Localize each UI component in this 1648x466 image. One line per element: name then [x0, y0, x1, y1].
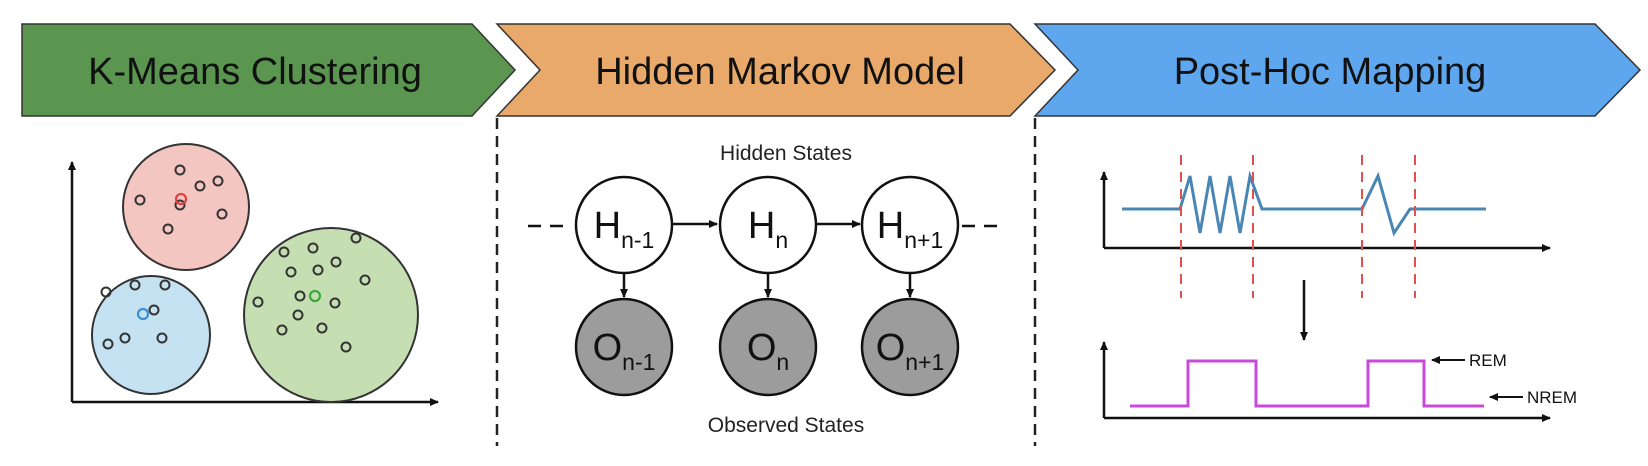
cluster-point: [119, 332, 131, 344]
svg-text:Hn+1: Hn+1: [877, 205, 943, 253]
cluster-point: [307, 242, 319, 254]
cluster-point: [100, 286, 112, 298]
cluster-point: [134, 194, 146, 206]
state-boundaries: [1180, 155, 1416, 298]
cluster-point: [252, 296, 264, 308]
cluster-point: [194, 180, 206, 192]
cluster-point: [129, 279, 141, 291]
cluster-point: [329, 297, 341, 309]
hidden-node-1-base: H: [594, 205, 621, 247]
signal-trace: [1122, 170, 1486, 237]
cluster-point: [330, 256, 342, 268]
banner-kmeans: K-Means Clustering: [21, 23, 517, 117]
observed-node-3: On+1: [860, 297, 960, 397]
cluster-point: [174, 164, 186, 176]
banner-posthoc: Post-Hoc Mapping: [1033, 23, 1642, 117]
observed-node-2-base: O: [747, 327, 777, 369]
cluster-point: [359, 274, 371, 286]
observed-node-3-sub: n+1: [905, 349, 944, 375]
hidden-node-2-sub: n: [775, 227, 788, 253]
banner-posthoc-label: Post-Hoc Mapping: [1174, 51, 1487, 93]
observed-node-3-base: O: [876, 327, 906, 369]
cluster-point: [174, 199, 186, 211]
cluster-blue: [91, 275, 211, 395]
hidden-node-1-sub: n-1: [621, 227, 654, 253]
hidden-states-title: Hidden States: [720, 142, 852, 165]
cluster-centroid: [136, 307, 150, 321]
nrem-label: NREM: [1527, 388, 1577, 407]
observed-node-2-sub: n: [776, 349, 789, 375]
cluster-point: [102, 338, 114, 350]
posthoc-panel: REM NREM: [1100, 155, 1577, 422]
svg-text:Hn-1: Hn-1: [594, 205, 655, 253]
cluster-point: [312, 264, 324, 276]
hidden-node-1: Hn-1: [574, 175, 674, 275]
cluster-point: [212, 175, 224, 187]
cluster-point: [216, 208, 228, 220]
hidden-node-2: Hn: [718, 175, 818, 275]
cluster-point: [162, 223, 174, 235]
svg-text:On+1: On+1: [876, 327, 945, 375]
cluster-point: [159, 279, 171, 291]
observed-node-1: On-1: [574, 297, 674, 397]
cluster-point: [350, 232, 362, 244]
cluster-point: [292, 309, 304, 321]
cluster-point: [156, 332, 168, 344]
cluster-centroid: [174, 192, 188, 206]
observed-node-2: On: [718, 297, 818, 397]
svg-text:Hn: Hn: [748, 205, 788, 253]
cluster-points: [100, 164, 371, 353]
banner-kmeans-label: K-Means Clustering: [88, 51, 422, 93]
banner-hmm-label: Hidden Markov Model: [595, 51, 965, 93]
cluster-point: [294, 290, 306, 302]
rem-label: REM: [1469, 351, 1507, 370]
cluster-centroid: [308, 289, 322, 303]
hidden-node-3: Hn+1: [860, 175, 960, 275]
hidden-node-2-base: H: [748, 205, 775, 247]
hmm-panel: Hidden States Observed States Hn-1 Hn Hn…: [528, 142, 1006, 437]
observed-states-title: Observed States: [708, 414, 864, 437]
hidden-node-3-sub: n+1: [904, 227, 943, 253]
cluster-point: [278, 246, 290, 258]
kmeans-panel: [68, 143, 439, 406]
hidden-node-3-base: H: [877, 205, 904, 247]
cluster-pink: [122, 143, 250, 271]
cluster-point: [148, 304, 160, 316]
cluster-green: [243, 227, 419, 403]
cluster-point: [316, 322, 328, 334]
cluster-point: [340, 341, 352, 353]
observed-node-1-sub: n-1: [622, 349, 655, 375]
svg-text:On: On: [747, 327, 789, 375]
cluster-point: [285, 266, 297, 278]
state-trace: [1130, 359, 1484, 408]
banner-hmm: Hidden Markov Model: [495, 23, 1057, 117]
svg-text:On-1: On-1: [593, 327, 656, 375]
observed-node-1-base: O: [593, 327, 623, 369]
cluster-point: [276, 324, 288, 336]
